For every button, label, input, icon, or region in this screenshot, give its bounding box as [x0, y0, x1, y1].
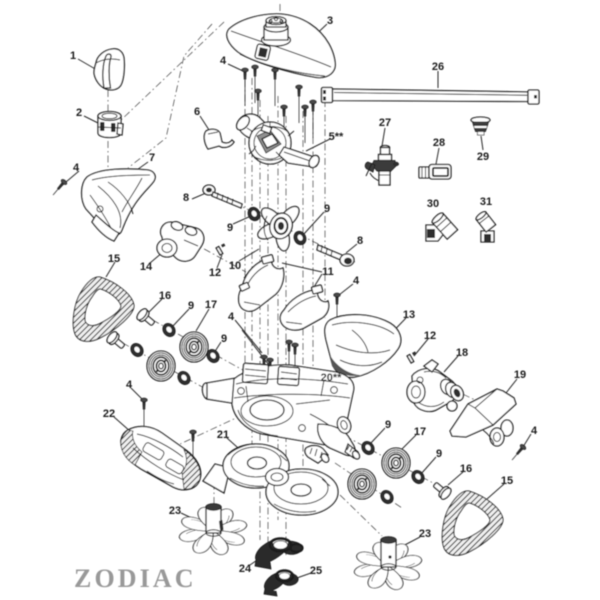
svg-text:4: 4 — [228, 311, 235, 323]
svg-text:9: 9 — [436, 448, 442, 460]
svg-text:17: 17 — [205, 299, 217, 311]
svg-text:31: 31 — [480, 196, 492, 208]
svg-text:11: 11 — [322, 266, 334, 278]
svg-text:12: 12 — [209, 267, 221, 279]
svg-text:4: 4 — [353, 275, 360, 287]
svg-text:1: 1 — [70, 50, 76, 62]
svg-text:25: 25 — [310, 565, 322, 577]
svg-text:4: 4 — [126, 379, 133, 391]
svg-text:2: 2 — [76, 107, 82, 119]
svg-text:12: 12 — [424, 330, 436, 342]
svg-text:8: 8 — [357, 235, 363, 247]
svg-text:17: 17 — [414, 426, 426, 438]
svg-text:18: 18 — [456, 347, 468, 359]
svg-text:5**: 5** — [329, 131, 344, 143]
svg-text:27: 27 — [379, 117, 391, 129]
svg-text:14: 14 — [140, 261, 153, 273]
svg-text:8: 8 — [183, 192, 189, 204]
svg-text:21: 21 — [217, 429, 229, 441]
svg-text:13: 13 — [403, 309, 415, 321]
svg-text:15: 15 — [108, 253, 120, 265]
svg-text:15: 15 — [501, 475, 513, 487]
svg-text:26: 26 — [432, 61, 444, 73]
svg-text:16: 16 — [159, 290, 171, 302]
svg-text:29: 29 — [477, 151, 489, 163]
svg-text:ZODIAC: ZODIAC — [74, 564, 197, 593]
svg-text:28: 28 — [433, 137, 445, 149]
svg-text:9: 9 — [221, 333, 227, 345]
svg-text:19: 19 — [514, 369, 526, 381]
svg-text:4: 4 — [220, 55, 227, 67]
svg-text:23: 23 — [169, 505, 181, 517]
svg-text:4: 4 — [73, 162, 80, 174]
svg-text:24: 24 — [239, 563, 252, 575]
svg-text:6: 6 — [194, 106, 200, 118]
svg-text:4: 4 — [531, 425, 538, 437]
svg-text:9: 9 — [188, 300, 194, 312]
svg-text:3: 3 — [327, 15, 333, 27]
svg-text:30: 30 — [427, 198, 439, 210]
svg-text:7: 7 — [149, 152, 155, 164]
svg-text:10: 10 — [229, 260, 241, 272]
svg-text:22: 22 — [103, 408, 115, 420]
svg-text:9: 9 — [324, 203, 330, 215]
svg-text:23: 23 — [419, 528, 431, 540]
svg-text:9: 9 — [227, 222, 233, 234]
svg-text:20**: 20** — [321, 372, 343, 384]
svg-text:9: 9 — [385, 419, 391, 431]
svg-text:16: 16 — [460, 463, 472, 475]
